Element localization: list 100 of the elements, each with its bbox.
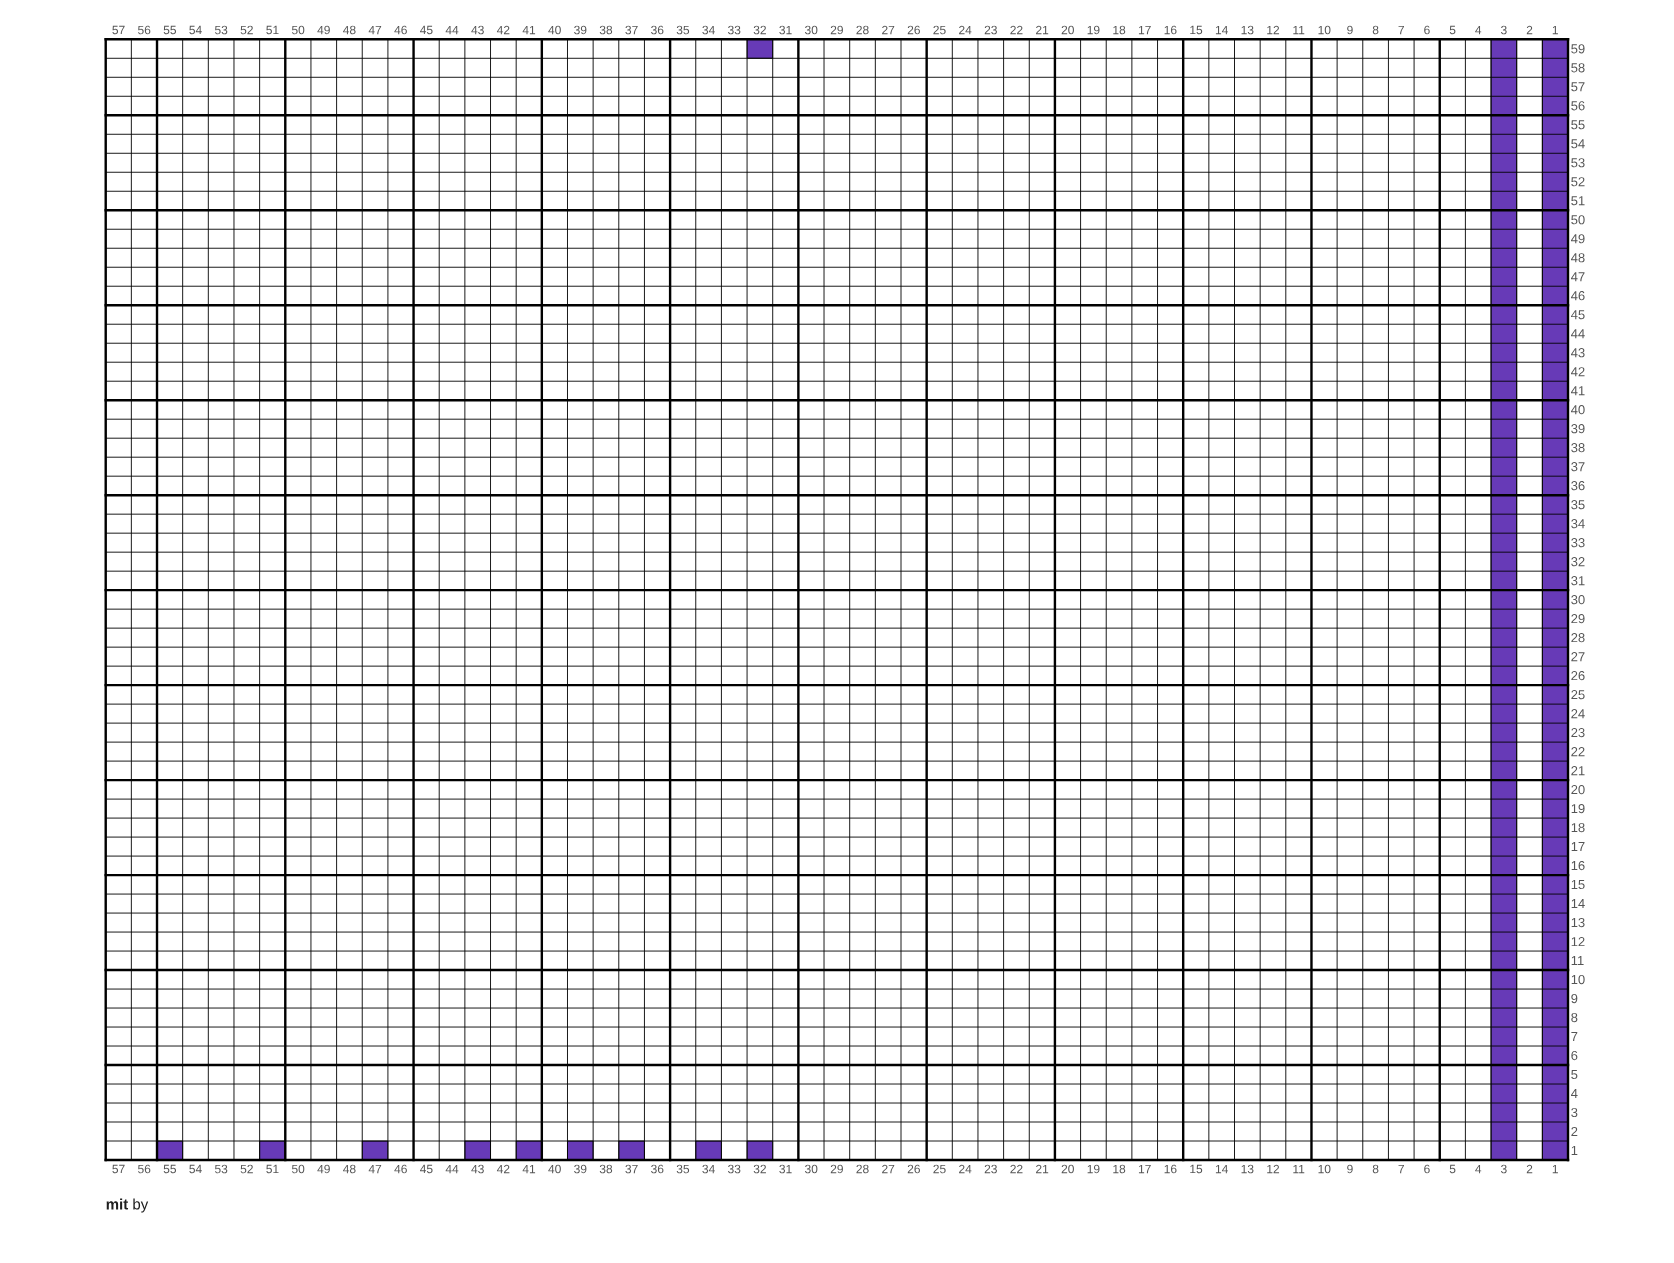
column-number: 1 <box>1552 1164 1558 1174</box>
column-number: 23 <box>984 25 997 35</box>
column-number: 14 <box>1215 1164 1228 1174</box>
column-number: 35 <box>676 1164 690 1174</box>
column-number: 44 <box>445 25 459 35</box>
column-number: 24 <box>959 25 972 35</box>
column-number: 31 <box>779 25 792 35</box>
column-number: 41 <box>522 25 536 35</box>
column-number: 22 <box>1010 25 1023 35</box>
column-number: 26 <box>907 25 920 35</box>
column-number: 42 <box>496 1164 510 1174</box>
column-number: 34 <box>702 1164 715 1174</box>
column-number: 45 <box>420 1164 433 1174</box>
column-number: 7 <box>1398 25 1404 35</box>
caption: mit by <box>106 1198 149 1213</box>
column-number: 38 <box>599 25 613 35</box>
column-number: 6 <box>1424 1164 1430 1174</box>
column-number: 53 <box>214 1164 228 1174</box>
column-number: 50 <box>291 1164 305 1174</box>
column-number: 23 <box>984 1164 997 1174</box>
column-number: 27 <box>882 1164 895 1174</box>
column-number: 35 <box>676 25 690 35</box>
column-number: 36 <box>651 25 664 35</box>
column-number: 15 <box>1190 25 1203 35</box>
column-number: 27 <box>882 25 895 35</box>
column-number: 34 <box>702 25 715 35</box>
column-number: 39 <box>574 1164 587 1174</box>
column-number: 47 <box>368 25 382 35</box>
column-number: 36 <box>651 1164 664 1174</box>
column-number: 12 <box>1267 1164 1280 1174</box>
column-number: 45 <box>420 25 433 35</box>
column-number: 7 <box>1398 1164 1404 1174</box>
column-number: 50 <box>291 25 305 35</box>
column-number: 52 <box>240 25 253 35</box>
column-number: 18 <box>1113 25 1126 35</box>
column-number: 56 <box>138 1164 151 1174</box>
column-number: 8 <box>1372 25 1379 35</box>
column-number: 54 <box>189 1164 202 1174</box>
column-number: 1 <box>1552 25 1558 35</box>
column-number: 20 <box>1061 1164 1074 1174</box>
column-number: 28 <box>856 25 869 35</box>
column-number: 30 <box>805 1164 818 1174</box>
column-number: 21 <box>1036 1164 1049 1174</box>
column-number: 56 <box>138 25 151 35</box>
column-number: 15 <box>1190 1164 1203 1174</box>
column-number: 13 <box>1241 25 1254 35</box>
column-number: 13 <box>1241 1164 1254 1174</box>
column-number: 17 <box>1138 1164 1151 1174</box>
column-number: 40 <box>548 1164 561 1174</box>
column-number: 25 <box>933 1164 946 1174</box>
column-number: 40 <box>548 25 561 35</box>
column-number: 31 <box>779 1164 792 1174</box>
column-number: 30 <box>805 25 818 35</box>
column-number: 44 <box>445 1164 459 1174</box>
column-number: 46 <box>394 1164 407 1174</box>
column-number: 9 <box>1347 25 1353 35</box>
column-number: 16 <box>1164 1164 1177 1174</box>
column-number: 19 <box>1087 25 1100 35</box>
column-number: 4 <box>1475 1164 1482 1174</box>
column-number: 42 <box>496 25 510 35</box>
column-number: 17 <box>1138 25 1151 35</box>
column-number: 51 <box>266 25 279 35</box>
column-number: 22 <box>1010 1164 1023 1174</box>
column-number: 52 <box>240 1164 253 1174</box>
column-number: 19 <box>1087 1164 1100 1174</box>
column-number: 16 <box>1164 25 1177 35</box>
column-number: 29 <box>830 25 843 35</box>
column-number: 33 <box>728 1164 741 1174</box>
column-number: 3 <box>1501 25 1507 35</box>
column-number: 39 <box>574 25 587 35</box>
column-number: 10 <box>1318 1164 1331 1174</box>
column-number: 24 <box>959 1164 972 1174</box>
column-number: 54 <box>189 25 202 35</box>
column-number: 11 <box>1293 25 1305 35</box>
column-number: 8 <box>1372 1164 1379 1174</box>
column-number: 2 <box>1526 1164 1533 1174</box>
column-number: 18 <box>1113 1164 1126 1174</box>
column-number: 4 <box>1475 25 1482 35</box>
column-number: 9 <box>1347 1164 1353 1174</box>
column-number: 53 <box>214 25 228 35</box>
column-number: 48 <box>343 25 356 35</box>
column-number: 43 <box>471 1164 484 1174</box>
column-number: 11 <box>1293 1164 1305 1174</box>
column-number: 33 <box>728 25 741 35</box>
column-number: 3 <box>1501 1164 1507 1174</box>
column-number: 20 <box>1061 25 1074 35</box>
column-number: 10 <box>1318 25 1331 35</box>
column-number: 5 <box>1449 1164 1456 1174</box>
column-number: 25 <box>933 25 946 35</box>
column-number: 32 <box>753 1164 766 1174</box>
column-number: 37 <box>625 25 638 35</box>
column-number: 49 <box>317 25 330 35</box>
column-number: 12 <box>1267 25 1280 35</box>
column-number: 14 <box>1215 25 1228 35</box>
column-number: 2 <box>1526 25 1533 35</box>
column-number: 48 <box>343 1164 356 1174</box>
column-number: 6 <box>1424 25 1430 35</box>
column-number: 21 <box>1036 25 1049 35</box>
column-number: 46 <box>394 25 407 35</box>
column-number: 37 <box>625 1164 638 1174</box>
